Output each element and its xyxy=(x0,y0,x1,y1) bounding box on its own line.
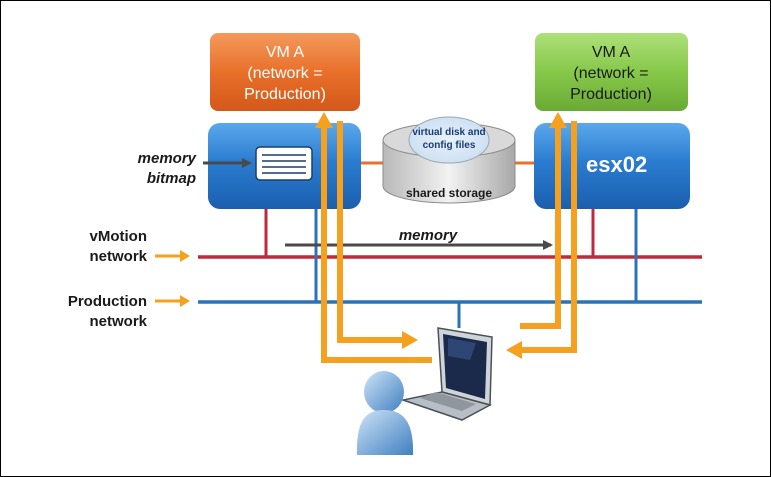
vm-right-box xyxy=(535,33,688,111)
memory-transfer-label: memory xyxy=(399,227,458,244)
vm-left-line1: VM A xyxy=(266,44,305,61)
storage-cylinder-icon xyxy=(382,116,516,204)
host-right-name: esx02 xyxy=(586,152,647,177)
flow-laptop-to-right xyxy=(520,112,567,329)
vmotion-network-pointer xyxy=(155,250,190,262)
vm-right-line1: VM A xyxy=(592,44,631,61)
memory-bitmap-line1: memory xyxy=(138,150,197,167)
vm-right-line3: Production) xyxy=(570,86,652,103)
vm-right-line2: (network = xyxy=(573,65,648,82)
flow-laptop-to-left xyxy=(315,112,432,363)
flow-right-to-laptop xyxy=(506,121,577,359)
production-network-line2: network xyxy=(89,313,147,330)
storage-line1: virtual disk and xyxy=(412,127,485,138)
production-network-line1: Production xyxy=(68,293,147,310)
user-icon xyxy=(356,371,414,455)
memory-bitmap-line2: bitmap xyxy=(147,170,196,187)
flow-left-to-laptop xyxy=(337,121,418,349)
storage-label: shared storage xyxy=(406,186,492,200)
vmotion-network-line2: network xyxy=(89,248,147,265)
vm-left-line2: (network = xyxy=(247,65,322,82)
storage-line2: config files xyxy=(423,140,476,151)
memory-bitmap-icon xyxy=(255,146,313,181)
production-network-pointer xyxy=(155,295,190,307)
vm-left-box xyxy=(210,33,360,111)
vmotion-network-line1: vMotion xyxy=(90,228,148,245)
laptop-icon xyxy=(400,327,493,421)
vm-left-line3: Production) xyxy=(244,86,326,103)
